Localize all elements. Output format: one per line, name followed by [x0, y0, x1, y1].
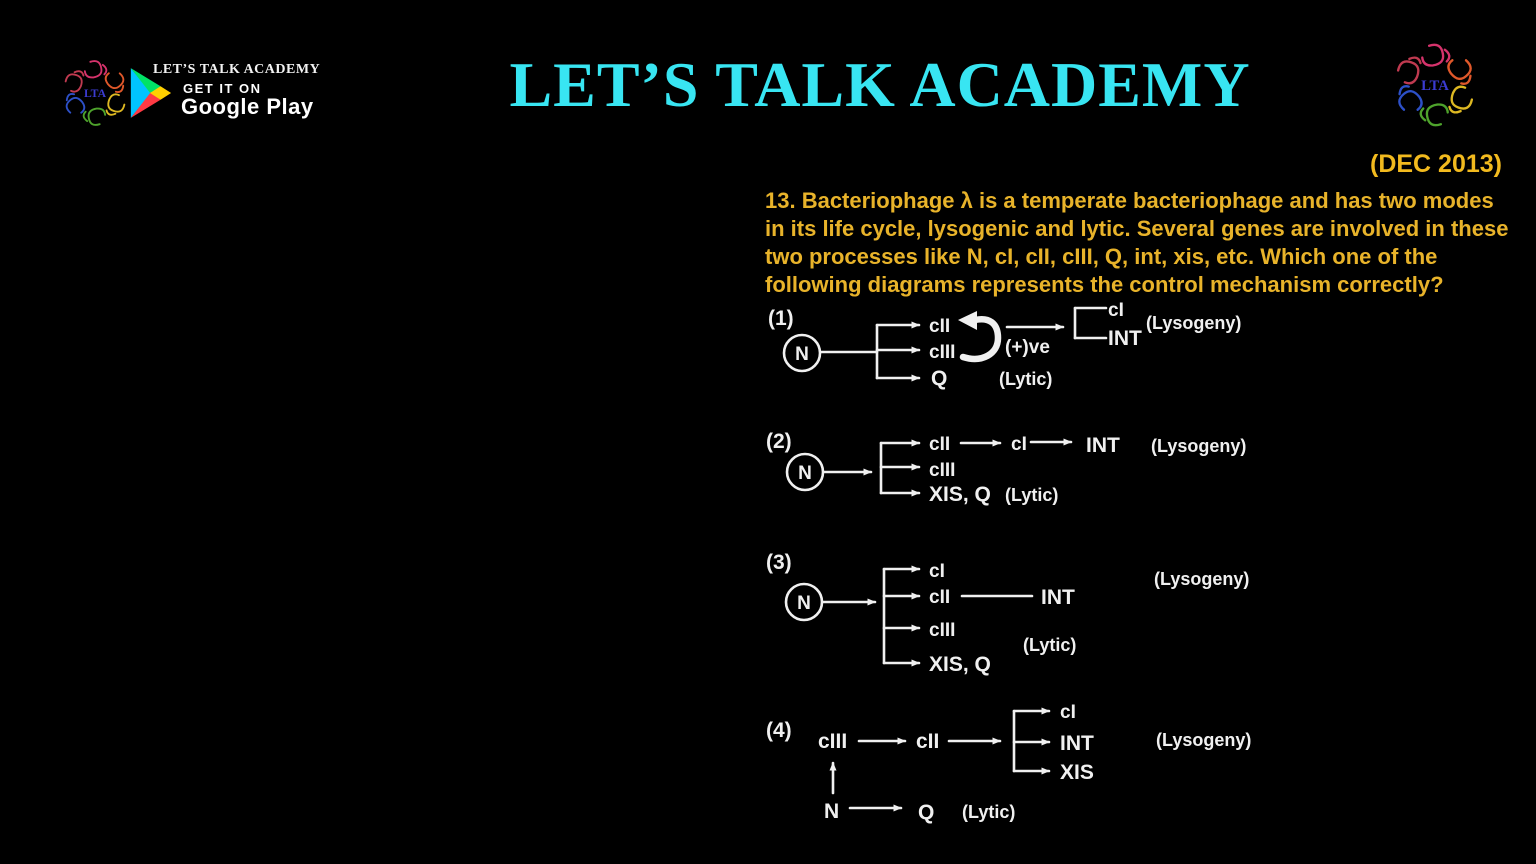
question-line-2: in its life cycle, lysogenic and lytic. … — [765, 216, 1509, 241]
lta-logo-right: LTA — [1386, 36, 1484, 139]
diagram-option-1: (1) N cII cIII Q (+)ve cI INT (Lysogeny)… — [768, 300, 1241, 390]
d3-gene-ci: cI — [929, 561, 945, 582]
lta-logo-left: LTA — [56, 54, 134, 137]
ring-segment — [65, 93, 86, 114]
d3-lysogeny-label: (Lysogeny) — [1154, 569, 1249, 589]
d4-gene-n: N — [824, 800, 839, 823]
d1-gene-n-circle — [782, 333, 822, 373]
d1-gene-n: N — [795, 344, 809, 365]
ring-segment — [1396, 56, 1422, 85]
lta-logo-text: LTA — [84, 87, 107, 100]
d3-gene-ciii: cIII — [929, 620, 955, 641]
ring-segment — [1398, 85, 1423, 111]
d2-gene-ci: cI — [1011, 434, 1027, 455]
ring-segment — [1447, 59, 1472, 85]
answer-diagrams: (1) N cII cIII Q (+)ve cI INT (Lysogeny)… — [766, 300, 1251, 824]
d2-gene-int: INT — [1086, 434, 1120, 457]
question-line-3: two processes like N, cI, cII, cIII, Q, … — [765, 244, 1438, 269]
d4-gene-ci: cI — [1060, 702, 1076, 723]
d1-gene-ciii: cIII — [929, 342, 955, 363]
ring-segment — [82, 107, 107, 126]
ring-segment — [1421, 43, 1451, 67]
d4-gene-ciii: cIII — [818, 730, 847, 753]
lta-protein-ring-icon: LTA — [1396, 43, 1474, 127]
diagram-option-2: (2) N cII cIII XIS, Q cI INT (Lysogeny) … — [766, 430, 1246, 506]
d4-gene-xis: XIS — [1060, 761, 1094, 784]
lta-logo-text: LTA — [1421, 78, 1449, 94]
question-line-4: following diagrams represents the contro… — [765, 272, 1444, 297]
d2-gene-xis-q: XIS, Q — [929, 483, 991, 506]
exam-date: (DEC 2013) — [1370, 150, 1502, 178]
d1-gene-ci: cI — [1108, 300, 1124, 321]
d2-label: (2) — [766, 430, 792, 453]
d4-lysogeny-label: (Lysogeny) — [1156, 730, 1251, 750]
google-play-icon — [130, 68, 172, 118]
ring-segment — [1448, 85, 1474, 114]
d1-lysogeny-label: (Lysogeny) — [1146, 313, 1241, 333]
ring-segment — [83, 60, 108, 79]
d3-gene-xis-q: XIS, Q — [929, 653, 991, 676]
d2-gene-cii: cII — [929, 434, 950, 455]
ring-segment — [104, 72, 125, 93]
badge-academy-label: LET’S TALK ACADEMY — [153, 62, 321, 77]
badge-get-it-on-label: GET IT ON — [183, 81, 262, 96]
d1-gene-q: Q — [931, 367, 947, 390]
d2-gene-ciii: cIII — [929, 460, 955, 481]
question-line-1: 13. Bacteriophage λ is a temperate bacte… — [765, 188, 1494, 213]
diagram-option-3: (3) N cI cII cIII XIS, Q INT (Lysogeny) … — [766, 551, 1249, 676]
question-text: 13. Bacteriophage λ is a temperate bacte… — [765, 187, 1525, 299]
lta-protein-ring-icon: LTA — [64, 60, 126, 126]
ring-segment — [1419, 103, 1449, 127]
ring-segment — [105, 93, 126, 116]
d1-lytic-label: (Lytic) — [999, 369, 1052, 389]
d2-lysogeny-label: (Lysogeny) — [1151, 436, 1246, 456]
d3-gene-n: N — [797, 593, 811, 614]
d1-feedback-arrowhead — [958, 311, 977, 330]
d3-gene-cii: cII — [929, 587, 950, 608]
d4-gene-cii: cII — [916, 730, 939, 753]
d3-lytic-label: (Lytic) — [1023, 635, 1076, 655]
badge-google-play-label: Google Play — [181, 94, 314, 119]
d3-label: (3) — [766, 551, 792, 574]
d4-gene-int: INT — [1060, 732, 1094, 755]
d1-gene-cii: cII — [929, 316, 950, 337]
d2-lytic-label: (Lytic) — [1005, 485, 1058, 505]
d2-gene-n: N — [798, 463, 812, 484]
d4-lytic-label: (Lytic) — [962, 802, 1015, 822]
d1-label: (1) — [768, 307, 794, 330]
d4-gene-q: Q — [918, 801, 934, 824]
d1-feedback-loop-arrow — [959, 316, 1002, 363]
google-play-badge[interactable]: LET’S TALK ACADEMY GET IT ON Google Play — [126, 58, 341, 122]
d1-positive-label: (+)ve — [1005, 337, 1050, 358]
ring-segment — [64, 70, 85, 93]
d3-gene-int: INT — [1041, 586, 1075, 609]
diagram-option-4: (4) cIII cII cI INT XIS (Lysogeny) N Q (… — [766, 702, 1251, 824]
page-title: LET’S TALK ACADEMY — [509, 49, 1251, 120]
d1-gene-int: INT — [1108, 327, 1142, 350]
d4-label: (4) — [766, 719, 792, 742]
